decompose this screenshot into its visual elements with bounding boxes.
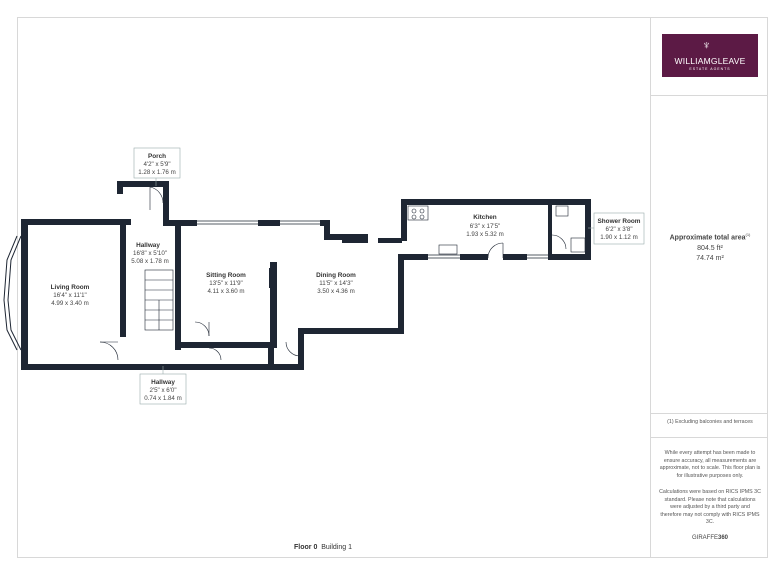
dining-room-imperial: 11'5" x 14'3" — [319, 280, 352, 287]
sitting-left-wall — [175, 220, 181, 350]
kitchen-imperial: 6'3" x 17'5" — [470, 223, 501, 230]
sitting-lower-left — [175, 320, 181, 350]
area-metric: 74.74 m² — [696, 255, 724, 262]
living-room-right-wall — [120, 219, 126, 337]
sitting-top-wall-b — [258, 220, 280, 226]
floor-label: Floor 0 Building 1 — [294, 544, 352, 551]
living-room-left-wall — [21, 219, 28, 370]
disclaimer-note: While every attempt has been made to ens… — [659, 450, 761, 479]
kitchen-top-wall — [401, 199, 591, 205]
label-boxes — [133, 147, 645, 405]
giraffe-prefix: GIRAFFE — [691, 535, 718, 541]
kitchen-bottom-wall-c — [503, 254, 527, 260]
shower-room-metric: 1.90 x 1.12 m — [600, 234, 638, 241]
porch-imperial: 4'2" x 5'9" — [143, 161, 170, 168]
label-leaders — [155, 178, 594, 374]
area-title: Approximate total area(1) — [651, 230, 768, 243]
hallway-lower-imperial: 2'5" x 6'0" — [149, 387, 176, 394]
kitchen-bottom-wall-a — [398, 254, 428, 260]
porch-name: Porch — [148, 153, 166, 160]
staircase — [144, 269, 174, 331]
exclusion-note: (1) Excluding balconies and terraces — [667, 419, 753, 425]
living-room-imperial: 16'4" x 11'1" — [53, 292, 86, 299]
shower-room-name: Shower Room — [598, 218, 641, 225]
dining-room-metric: 3.50 x 4.36 m — [317, 288, 355, 295]
kitchen-name: Kitchen — [473, 214, 497, 221]
shower-right-wall — [585, 199, 591, 260]
lower-hall-right-wall — [268, 342, 274, 370]
dining-bottom-step — [298, 328, 304, 370]
hallway-lower-metric: 0.74 x 1.84 m — [144, 395, 182, 402]
logo-mark-icon: ♆ — [702, 38, 711, 52]
walls — [21, 181, 591, 370]
porch-right-wall — [163, 181, 169, 226]
porch-top-wall — [117, 181, 163, 187]
kitchen-metric: 1.93 x 5.32 m — [466, 231, 504, 238]
sitting-room-metric: 4.11 x 3.60 m — [207, 288, 244, 295]
dining-right-wall — [398, 254, 404, 332]
hallway-lower-name: Hallway — [151, 379, 175, 386]
sitting-room-imperial: 13'5" x 11'9" — [209, 280, 242, 287]
hallway-upper-imperial: 16'8" x 5'10" — [133, 250, 167, 257]
kitchen-left-wall — [401, 199, 407, 241]
calculation-note: Calculations were based on RICS IPMS 3C … — [659, 489, 761, 525]
area-superscript: (1) — [745, 232, 751, 237]
living-room-name: Living Room — [51, 284, 90, 291]
room-labels: Porch 4'2" x 5'9" 1.28 x 1.76 m Hallway … — [51, 153, 641, 402]
porch-metric: 1.28 x 1.76 m — [138, 169, 176, 176]
dining-room-name: Dining Room — [316, 272, 356, 279]
dining-chimney-breast — [342, 234, 368, 243]
kitchen-bottom-wall-d — [548, 254, 591, 260]
logo-name: WILLIAMGLEAVE — [674, 56, 746, 66]
floor-name: Floor 0 — [294, 544, 318, 551]
area-imperial: 804.5 ft² — [697, 245, 723, 252]
info-panel: ♆ WILLIAMGLEAVE ESTATE AGENTS Approximat… — [650, 17, 768, 558]
dining-upper-wall — [378, 238, 402, 243]
shower-divider — [548, 205, 552, 255]
dining-chimney — [324, 234, 344, 240]
logo-subtitle: ESTATE AGENTS — [689, 67, 731, 71]
door-swings — [99, 186, 567, 361]
sitting-bottom-wall — [175, 342, 277, 348]
living-room-bottom-wall — [21, 364, 129, 370]
giraffe-suffix: 360 — [718, 535, 729, 541]
porch-left-wall — [117, 181, 123, 194]
sitting-top-wall-a — [181, 220, 197, 226]
divider — [651, 413, 768, 414]
dining-top-step — [324, 220, 330, 238]
hall-top-wall — [163, 220, 183, 226]
dining-bottom-wall — [298, 328, 404, 334]
bay-window — [3, 235, 22, 351]
divider — [651, 437, 768, 438]
hallway-upper-metric: 5.08 x 1.78 m — [131, 258, 169, 265]
area-title-text: Approximate total area — [669, 234, 746, 242]
living-room-metric: 4.99 x 3.40 m — [51, 300, 89, 307]
kitchen-fittings — [407, 205, 586, 255]
william-gleave-logo: ♆ WILLIAMGLEAVE ESTATE AGENTS — [662, 34, 758, 77]
sitting-dining-divider — [270, 262, 277, 342]
lower-hall-bottom-wall — [124, 364, 304, 370]
giraffe360-credit: GIRAFFE360 — [651, 535, 768, 541]
building-name: Building 1 — [321, 544, 352, 551]
sitting-room-name: Sitting Room — [206, 272, 246, 279]
divider-nib — [269, 268, 273, 288]
divider — [651, 95, 768, 96]
windows — [197, 220, 548, 328]
living-room-top-wall — [21, 219, 131, 225]
kitchen-bottom-wall-b — [460, 254, 488, 260]
hallway-upper-name: Hallway — [136, 242, 160, 249]
shower-room-imperial: 6'2" x 3'8" — [605, 226, 632, 233]
